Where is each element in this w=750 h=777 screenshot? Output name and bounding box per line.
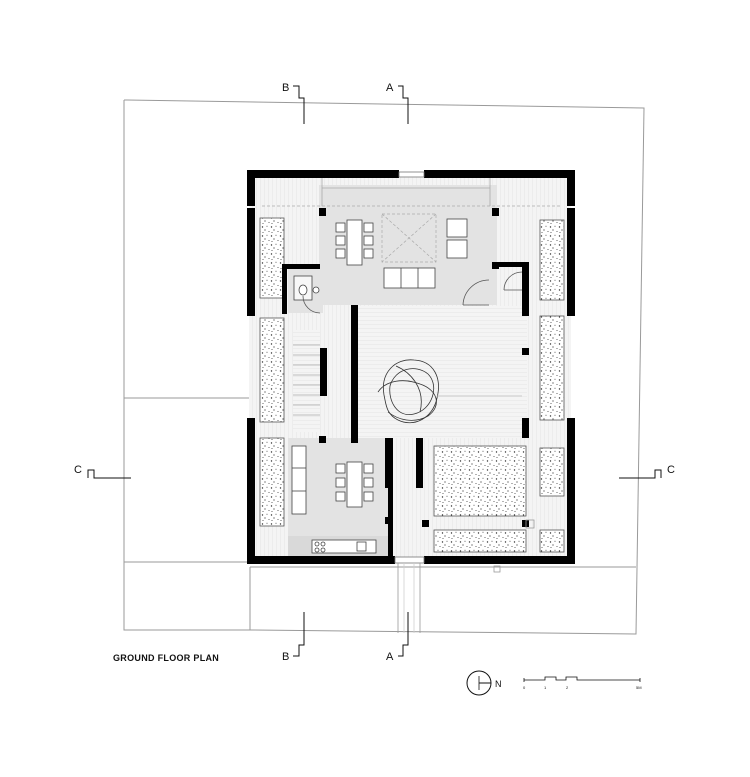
- scale-tick-label: 1: [544, 685, 547, 690]
- scale-tick-label: 2: [566, 685, 569, 690]
- armchair: [446, 239, 468, 259]
- section-marker-c-right: C: [619, 464, 675, 479]
- overhead-lines: [262, 205, 562, 263]
- scale-tick-label: 0: [523, 685, 526, 690]
- north-label: N: [495, 679, 502, 689]
- sofa: [383, 267, 436, 289]
- furniture: [291, 218, 468, 554]
- courtyard-deck: [357, 306, 527, 438]
- planters: [259, 217, 565, 553]
- site-boundary: [123, 99, 645, 635]
- plan-title: GROUND FLOOR PLAN: [113, 653, 220, 663]
- section-marker-c-left: C: [74, 464, 131, 479]
- dining-table-lower: [346, 461, 363, 508]
- entrance-walkway: [397, 519, 535, 633]
- walls: [247, 170, 575, 564]
- scale-bar-labels: 0 1 2 5M: [523, 685, 642, 690]
- section-label-a: A: [386, 651, 394, 663]
- section-label-b: B: [282, 651, 289, 663]
- stair-treads: [293, 344, 320, 416]
- section-marker-a-bottom: A: [386, 612, 409, 663]
- section-label-b: B: [282, 82, 289, 94]
- section-marker-a-top: A: [386, 82, 409, 124]
- section-label-c: C: [667, 464, 675, 476]
- scale-tick-label: 5M: [636, 685, 642, 690]
- section-label-a: A: [386, 82, 394, 94]
- north-arrow: N: [466, 670, 502, 696]
- scale-bar: [523, 676, 641, 682]
- doors: [302, 271, 523, 314]
- section-marker-b-bottom: B: [282, 612, 305, 663]
- section-label-c: C: [74, 464, 82, 476]
- windows: [321, 171, 491, 564]
- dining-table-upper: [346, 219, 363, 266]
- armchair: [446, 218, 468, 238]
- section-marker-b-top: B: [282, 82, 305, 124]
- courtyard-tree: [377, 359, 522, 424]
- bench: [291, 445, 307, 515]
